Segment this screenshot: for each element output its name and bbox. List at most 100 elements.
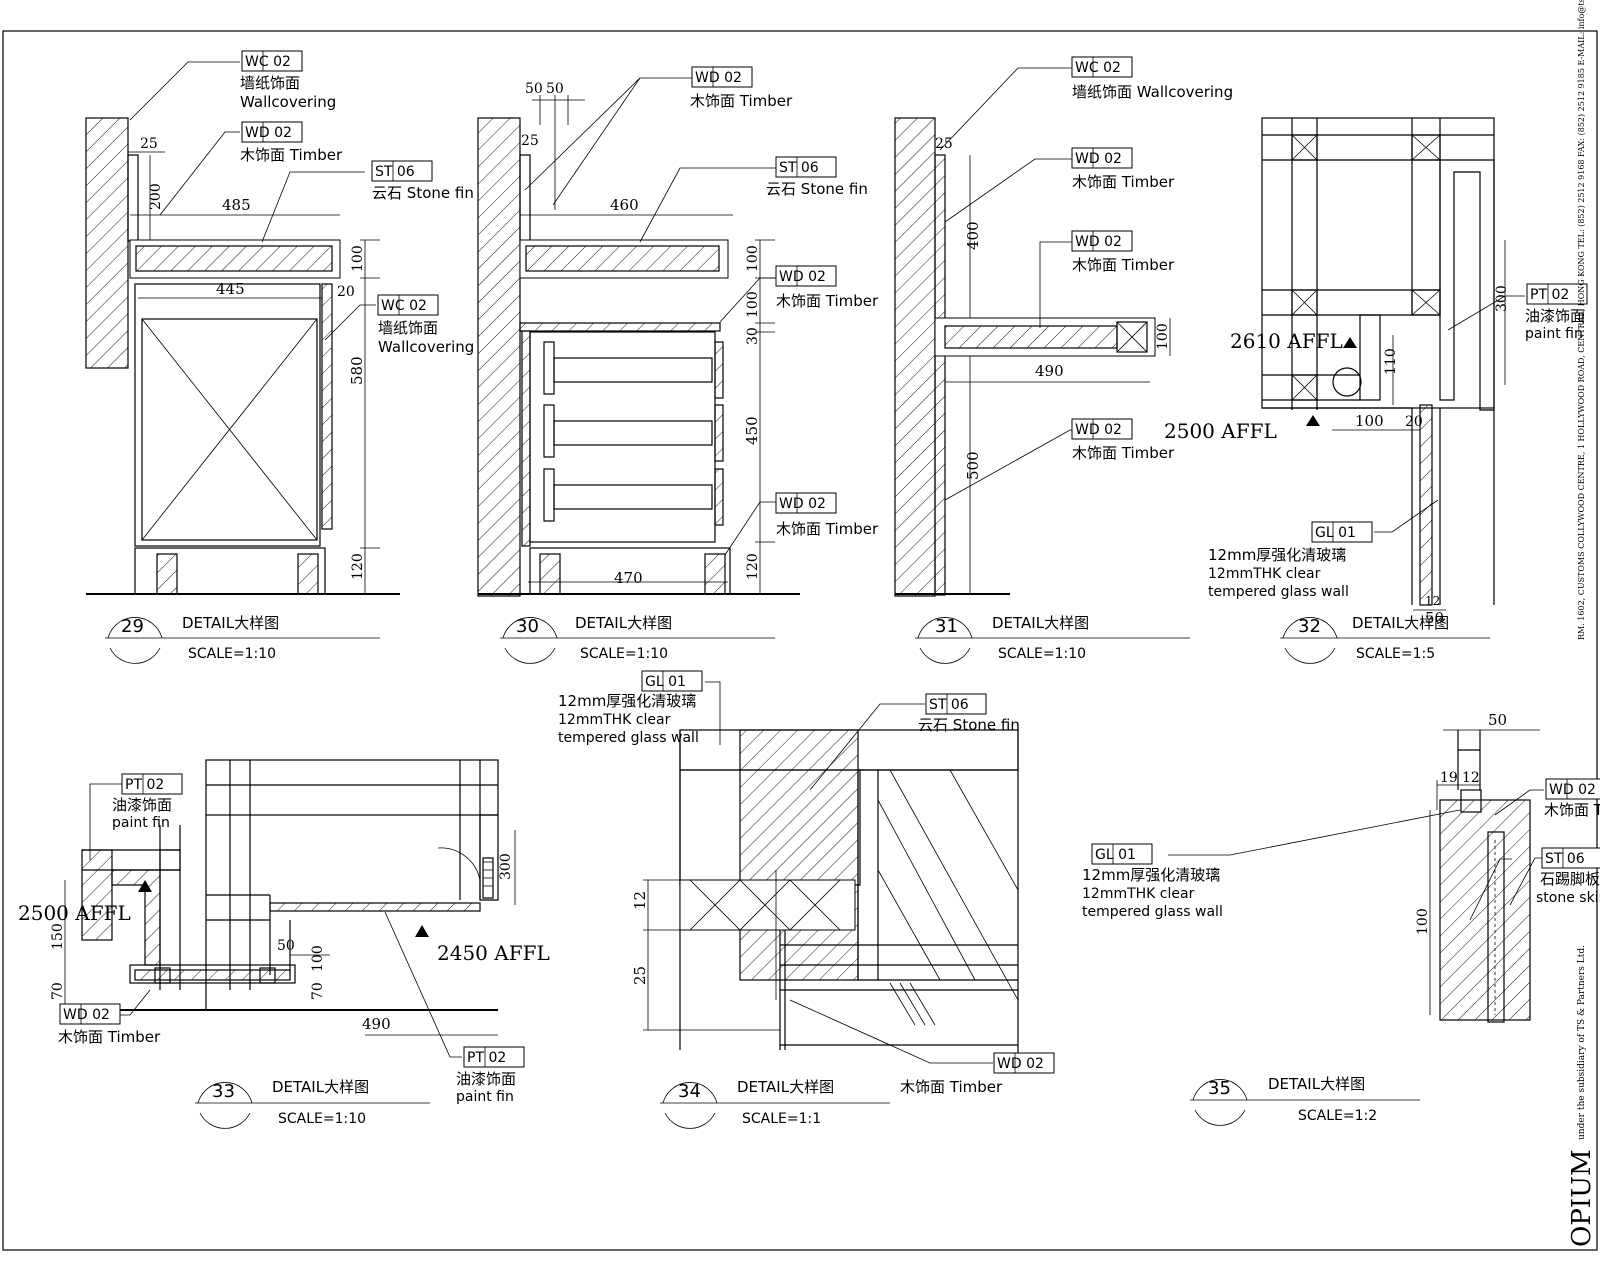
tag-wc02: WC 02: [245, 54, 291, 70]
detail-number: 34: [678, 1081, 701, 1102]
detail-number: 31: [935, 616, 958, 637]
dim-label: 70: [50, 982, 66, 1000]
skirting-en: stone skirting: [1536, 890, 1600, 906]
wall-hatch: [477, 117, 521, 597]
detail-title: DETAIL大样图: [575, 614, 672, 632]
dim-label: 470: [614, 569, 643, 587]
detail-title: DETAIL大样图: [1352, 614, 1449, 632]
tag-wd02: WD 02: [1075, 234, 1122, 250]
dim-label: 12: [1425, 594, 1440, 608]
tag-wd02: WD 02: [63, 1007, 110, 1023]
dim-label: 300: [1494, 285, 1510, 312]
dim-label: 70: [310, 982, 326, 1000]
dim-label: 19: [1440, 770, 1458, 786]
skirting-cn: 石踢脚板: [1540, 870, 1600, 888]
timber-label: 木饰面 Timber: [900, 1078, 1003, 1096]
glass-cn: 12mm厚强化清玻璃: [1082, 866, 1220, 884]
dim-label: 445: [216, 280, 245, 298]
tag-st06: ST 06: [1545, 851, 1585, 867]
glass-en2: tempered glass wall: [1208, 584, 1349, 600]
dim-label: 150: [50, 923, 66, 950]
level-2500: 2500 AFFL: [18, 901, 131, 925]
dim-label: 100: [1355, 412, 1384, 430]
detail-scale: SCALE=1:10: [998, 646, 1086, 662]
detail-scale: SCALE=1:2: [1298, 1108, 1377, 1124]
tag-gl01: GL 01: [645, 674, 686, 690]
detail-title: DETAIL大样图: [272, 1078, 369, 1096]
tag-st06: ST 06: [929, 697, 969, 713]
glass-en1: 12mmTHK clear: [1082, 886, 1195, 902]
detail-scale: SCALE=1:1: [742, 1111, 821, 1127]
tag-st06: ST 06: [375, 164, 415, 180]
tag-wd02: WD 02: [695, 70, 742, 86]
tag-wd02: WD 02: [779, 496, 826, 512]
dim-label: 50: [546, 81, 564, 97]
timber-label: 木饰面 Timber: [1072, 173, 1175, 191]
tag-wd02: WD 02: [997, 1056, 1044, 1072]
glass-en2: tempered glass wall: [1082, 904, 1223, 920]
detail-33: 300 150 70 50 100 70 490 2500 AFFL 2450 …: [18, 759, 550, 1129]
sheet-border: [2, 30, 1598, 1251]
dim-label: 120: [350, 553, 366, 580]
paint-en: paint fin: [456, 1089, 514, 1105]
dim-label: 485: [222, 196, 251, 214]
wallcovering-cn: 墙纸饰面: [240, 74, 300, 92]
project-name: OPIUM: [1567, 1149, 1597, 1247]
dim-label: 200: [148, 183, 164, 210]
paint-en: paint fin: [112, 815, 170, 831]
dim-label: 12: [1462, 770, 1480, 786]
dim-label: 100: [350, 245, 366, 272]
dim-label: 100: [745, 245, 761, 272]
dim-label: 25: [631, 966, 649, 985]
detail-31: 25 400 100 490 500 WC 02 墙纸饰面 Wallcoveri…: [894, 56, 1233, 664]
glass-cn: 12mm厚强化清玻璃: [1208, 546, 1346, 564]
tag-gl01: GL 01: [1315, 525, 1356, 541]
tag-st06: ST 06: [779, 160, 819, 176]
tag-wc02: WC 02: [1075, 60, 1121, 76]
level-2450: 2450 AFFL: [437, 941, 550, 965]
company-address: RM. 1602, CUSTOMS COLLYWOOD CENTRE, 1 HO…: [1577, 0, 1586, 640]
detail-number: 33: [212, 1081, 235, 1102]
dim-label: 490: [362, 1015, 391, 1033]
dim-label: 490: [1035, 362, 1064, 380]
tag-wd02: WD 02: [245, 125, 292, 141]
timber-label: 木饰面 Timber: [1072, 256, 1175, 274]
timber-label: 木饰面 Timber: [776, 520, 879, 538]
dim-label: 110: [1383, 348, 1399, 375]
detail-34: 12 25 GL 01 12mm厚强化清玻璃 12mmTHK clear tem…: [558, 670, 1055, 1129]
wall-hatch: [894, 117, 936, 597]
title-block: RM. 1602, CUSTOMS COLLYWOOD CENTRE, 1 HO…: [1567, 0, 1597, 1247]
stone-label: 云石 Stone fin: [372, 184, 474, 202]
detail-number: 32: [1298, 616, 1321, 637]
dim-label: 100: [1155, 323, 1171, 350]
wallcovering-cn: 墙纸饰面: [378, 319, 438, 337]
wallcovering-label: 墙纸饰面 Wallcovering: [1072, 83, 1233, 101]
detail-29: 25 200 485 100 445 20 580 120 WC 02 墙纸饰面…: [85, 50, 474, 664]
timber-label: 木饰面 Timber: [58, 1028, 161, 1046]
dim-label: 50: [525, 81, 543, 97]
tag-gl01: GL 01: [1095, 847, 1136, 863]
timber-label: 木饰面 Timber: [240, 146, 343, 164]
dim-label: 50: [1488, 711, 1507, 729]
dim-label: 580: [348, 356, 366, 385]
detail-title: DETAIL大样图: [992, 614, 1089, 632]
dim-label: 50: [1425, 609, 1444, 627]
dim-label: 120: [745, 553, 761, 580]
dim-label: 12: [631, 891, 649, 910]
glass-en1: 12mmTHK clear: [558, 712, 671, 728]
dim-label: 20: [337, 284, 355, 300]
detail-number: 30: [516, 616, 539, 637]
paint-cn: 油漆饰面: [1525, 307, 1585, 325]
dim-label: 100: [1415, 908, 1431, 935]
dim-label: 50: [277, 938, 295, 954]
stone-label: 云石 Stone fin: [766, 180, 868, 198]
glass-cn: 12mm厚强化清玻璃: [558, 692, 696, 710]
subsidiary-note: under the subsidiary of TS & Partners Lt…: [1577, 945, 1587, 1140]
paint-cn: 油漆饰面: [112, 796, 172, 814]
paint-en: paint fin: [1525, 326, 1583, 342]
wallcovering-en: Wallcovering: [378, 338, 474, 356]
dim-label: 460: [610, 196, 639, 214]
dim-label: 300: [498, 853, 514, 880]
glass-en2: tempered glass wall: [558, 730, 699, 746]
